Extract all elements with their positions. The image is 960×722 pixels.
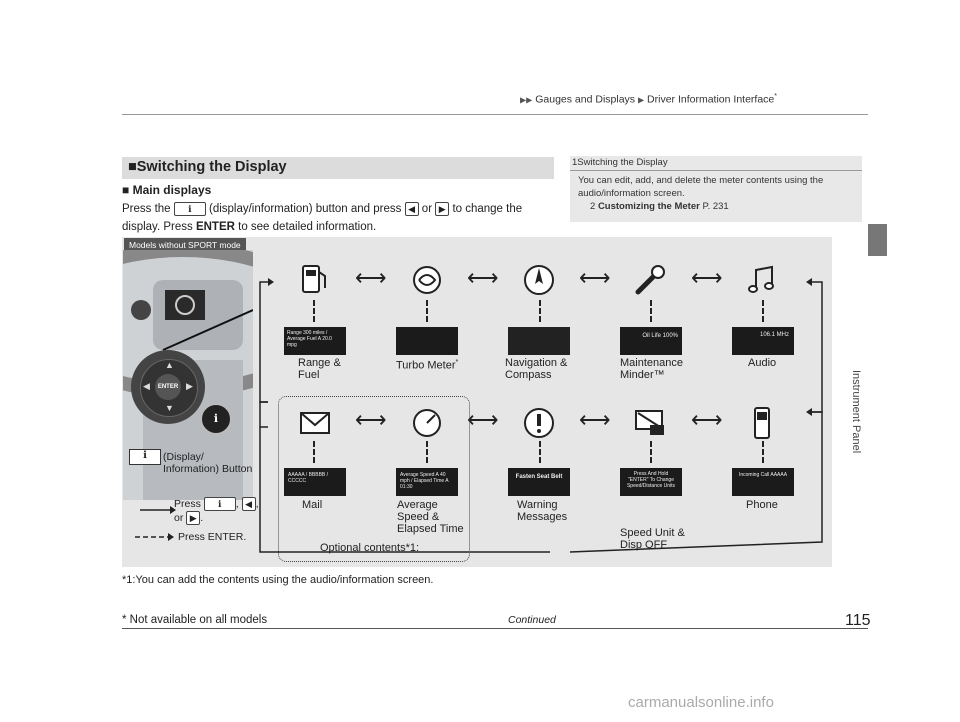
info-button-label: (Display/ Information) Button — [163, 451, 253, 475]
label-average-speed: Average Speed & Elapsed Time — [397, 499, 464, 535]
label-speed-unit: Speed Unit & Disp OFF — [620, 527, 685, 551]
breadcrumb-subsection[interactable]: Driver Information Interface — [647, 93, 775, 106]
mail-icon — [297, 405, 333, 446]
label-maintenance: Maintenance Minder™ — [620, 357, 683, 381]
fuel-gauge-icon — [295, 262, 331, 303]
double-arrow-icon: ⟷ — [691, 407, 723, 432]
phone-screen: Incoming Call AAAAA — [732, 468, 794, 496]
turbo-meter-screen — [396, 327, 458, 355]
watermark[interactable]: carmanualsonline.info — [628, 694, 774, 711]
left-arrow-icon: ◀ — [143, 381, 150, 391]
legend-press-enter: Press ENTER. — [178, 531, 247, 543]
info-key-icon: ℹ — [203, 497, 236, 511]
subsection-heading: ■ Main displays — [122, 183, 212, 197]
left-key-icon: ◀ — [404, 201, 419, 216]
label-navigation-compass: Navigation & Compass — [505, 357, 568, 381]
label-turbo-meter: Turbo Meter* — [396, 359, 459, 372]
right-arrow-icon: ▶ — [186, 381, 193, 391]
info-key-icon: ℹ — [129, 449, 161, 465]
double-arrow-icon: ⟷ — [467, 265, 499, 290]
continued-label: Continued — [508, 614, 556, 626]
note-ref-title: Customizing the Meter — [597, 201, 700, 212]
legend-arrows — [135, 506, 176, 541]
label-phone: Phone — [746, 499, 778, 511]
footer-rule — [122, 628, 868, 629]
label-mail: Mail — [302, 499, 323, 511]
label-warning-messages: Warning Messages — [517, 499, 568, 523]
maintenance-screen: Oil Life 100% — [620, 327, 682, 355]
speed-unit-icon — [632, 405, 668, 446]
double-arrow-icon: ⟷ — [691, 265, 723, 290]
turbo-icon — [409, 262, 445, 303]
up-arrow-icon: ▲ — [165, 360, 174, 370]
footnote: *1:You can add the contents using the au… — [122, 574, 434, 586]
enter-key-label: ENTER — [195, 221, 235, 233]
side-label: Instrument Panel — [850, 370, 862, 454]
optional-contents-box — [278, 396, 470, 562]
dashed-arrow — [539, 300, 541, 322]
double-arrow-icon: ⟷ — [467, 407, 499, 432]
not-available-note: * Not available on all models — [122, 614, 268, 626]
dashed-arrow — [313, 300, 315, 322]
legend-press-arrows: Press ℹ, ◀, or ▶. — [174, 497, 259, 525]
note-title: Switching the Display — [577, 157, 668, 168]
double-arrow-icon: ⟷ — [355, 265, 387, 290]
right-key-icon: ▶ — [186, 511, 201, 525]
warning-screen: Fasten Seat Belt — [508, 468, 570, 496]
audio-screen: 106.1 MHz — [732, 327, 794, 355]
optional-contents-label: Optional contents*1: — [320, 542, 420, 554]
left-key-icon: ◀ — [241, 497, 256, 511]
breadcrumb: ▶▶ Gauges and Displays ▶ Driver Informat… — [520, 93, 777, 106]
enter-button[interactable]: ENTER — [155, 374, 181, 400]
range-fuel-screen: Range 300 miles / Average Fuel A 20.0 mp… — [284, 327, 346, 355]
label-audio: Audio — [748, 357, 777, 369]
wrench-icon — [632, 262, 668, 303]
side-note: 1Switching the Display You can edit, add… — [570, 156, 862, 222]
double-arrow-icon: ⟷ — [355, 407, 387, 432]
note-marker-icon: 1 — [572, 157, 578, 168]
dashed-arrow — [650, 300, 652, 322]
down-arrow-icon: ▼ — [165, 403, 174, 413]
average-speed-icon — [409, 405, 445, 446]
section-title: Switching the Display — [136, 159, 287, 175]
flow-connectors — [259, 278, 823, 553]
dashed-arrow — [762, 441, 764, 463]
dashed-arrow — [313, 441, 315, 463]
page-number: 115 — [845, 612, 871, 629]
section-title-bar: ■Switching the Display — [122, 157, 554, 179]
mail-screen: AAAAA / BBBBB / CCCCC — [284, 468, 346, 496]
header-rule — [122, 114, 868, 115]
dashed-arrow — [650, 441, 652, 463]
note-text: You can edit, add, and delete the meter … — [578, 175, 824, 199]
dashed-arrow — [426, 300, 428, 322]
speed-unit-screen: Press And Hold "ENTER" To Change Speed/D… — [620, 468, 682, 496]
info-button[interactable]: ℹ — [200, 403, 232, 435]
double-arrow-icon: ⟷ — [579, 407, 611, 432]
warning-icon — [521, 405, 557, 446]
body-text: Press the ℹ (display/information) button… — [122, 201, 523, 233]
model-badge: Models without SPORT mode — [124, 238, 246, 252]
breadcrumb-section[interactable]: Gauges and Displays — [535, 93, 636, 106]
double-arrow-icon: ⟷ — [579, 265, 611, 290]
note-ref-page[interactable]: P. 231 — [702, 201, 729, 212]
info-key-icon: ℹ — [173, 201, 206, 216]
side-tab — [868, 224, 887, 256]
compass-icon — [521, 262, 557, 303]
navigation-screen — [508, 327, 570, 355]
phone-icon — [744, 405, 780, 446]
dashed-arrow — [426, 441, 428, 463]
right-key-icon: ▶ — [435, 201, 450, 216]
music-note-icon — [744, 262, 780, 303]
dashed-arrow — [539, 441, 541, 463]
dashed-arrow — [762, 300, 764, 322]
average-speed-screen: Average Speed A 40 mph / Elapsed Time A … — [396, 468, 458, 496]
label-range-fuel: Range & Fuel — [298, 357, 341, 381]
